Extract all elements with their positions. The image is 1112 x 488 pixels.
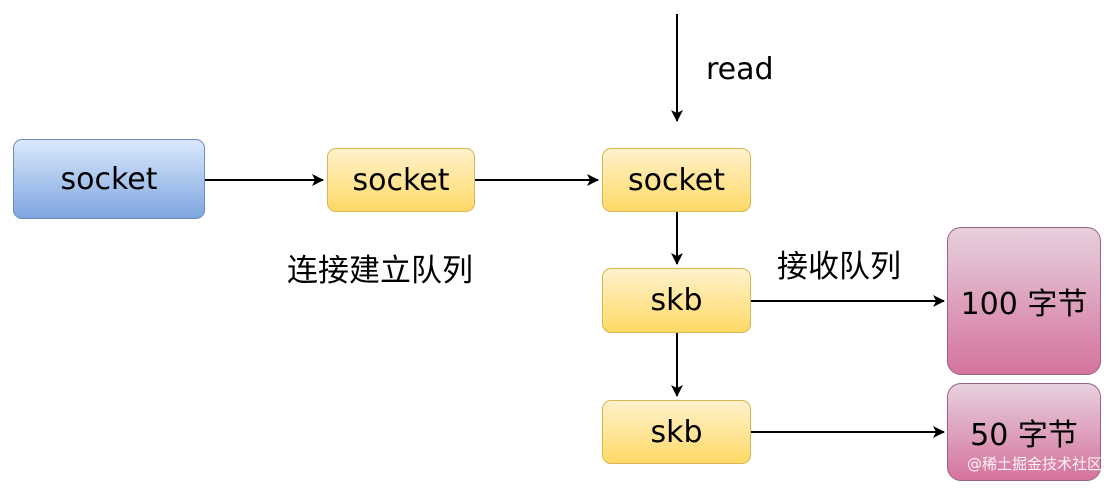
- socket-connection-box: socket: [327, 148, 475, 212]
- connection-queue-label: 连接建立队列: [287, 253, 473, 289]
- bytes-50-label: 50 字节: [970, 418, 1078, 453]
- socket-receive-label: socket: [627, 162, 725, 198]
- socket-origin-label: socket: [60, 161, 158, 197]
- watermark: @稀土掘金技术社区: [966, 455, 1102, 473]
- bytes-50-box: 50 字节: [947, 383, 1101, 481]
- receive-queue-label: 接收队列: [777, 249, 901, 285]
- skb-box-1: skb: [602, 268, 751, 333]
- skb-2-label: skb: [650, 414, 703, 450]
- bytes-100-box: 100 字节: [947, 227, 1101, 375]
- socket-connection-label: socket: [352, 162, 450, 198]
- skb-1-label: skb: [650, 283, 703, 318]
- socket-origin-box: socket: [13, 139, 205, 219]
- socket-receive-box: socket: [602, 148, 751, 212]
- skb-box-2: skb: [602, 400, 751, 464]
- bytes-100-label: 100 字节: [960, 287, 1088, 322]
- read-label: read: [706, 52, 774, 87]
